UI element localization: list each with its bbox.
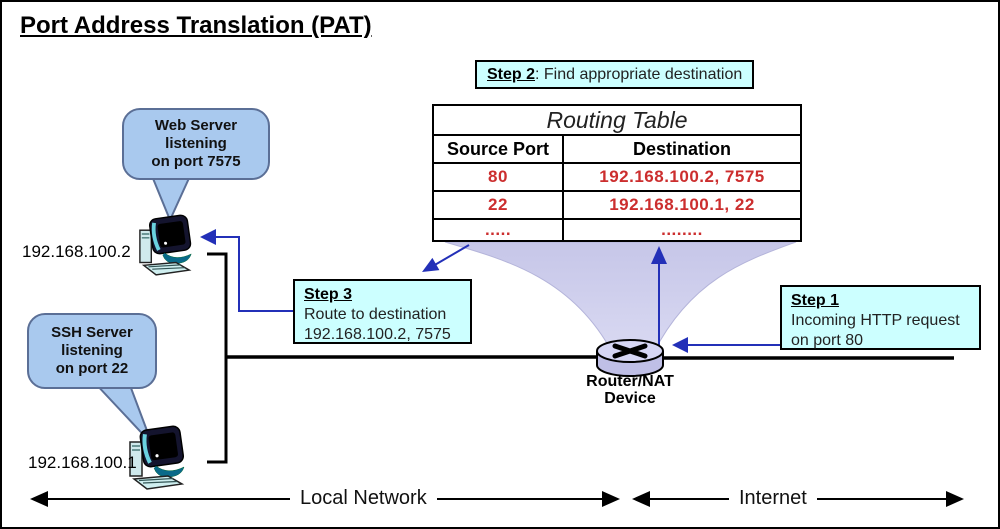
step1-text-line: on port 80 [791,332,864,349]
step2-label: Step 2 [487,66,536,83]
local-network-zone-label: Local Network [290,487,437,510]
arrow-table-to-step3 [432,244,470,267]
ssh-server-bubble: SSH Server listening on port 22 [27,313,157,389]
step1-label: Step 1 [791,292,840,309]
bubble-line: on port 22 [55,360,129,377]
bubble-line: SSH Server [51,324,133,341]
cell-source-port: 22 [434,192,564,218]
web-bubble-tail [150,175,192,223]
web-server-ip-label: 192.168.100.2 [22,242,131,261]
host-bracket-line [207,252,228,464]
page-title: Port Address Translation (PAT) [20,12,372,39]
internet-zone-label: Internet [729,487,817,510]
step3-label: Step 3 [304,286,353,303]
arrow-router-to-table-head [651,246,667,264]
table-row: ..... ........ [434,220,800,240]
cell-destination: 192.168.100.1, 22 [609,195,755,214]
arrowhead-left-icon [632,491,650,507]
column-header-destination: Destination [632,138,731,159]
computer-icon [128,423,187,491]
routing-table-title: Routing Table [434,106,800,136]
routing-table: Routing Table Source Port Destination 80… [432,104,802,242]
computer-icon [137,212,194,277]
arrowhead-right-icon [602,491,620,507]
step3-callout: Step 3 Route to destination 192.168.100.… [293,279,472,344]
arrow-step1-to-router-head [672,337,688,353]
arrow-table-to-step3-head [422,257,440,272]
column-header-source-port: Source Port [434,136,564,162]
step3-text-line: 192.168.100.2, 7575 [304,326,451,343]
arrowhead-left-icon [30,491,48,507]
router-label-line: Router/NAT [586,373,674,390]
bubble-line: listening [165,135,227,152]
cell-destination: ........ [661,220,703,239]
routing-table-header: Source Port Destination [434,136,800,164]
cell-source-port: ..... [434,220,564,240]
step2-text: : Find appropriate destination [535,66,743,83]
ssh-server-ip-label: 192.168.100.1 [28,453,137,472]
table-row: 80 192.168.100.2, 7575 [434,164,800,192]
arrow-step3-to-webserver [214,236,293,312]
router-label: Router/NAT Device [580,373,680,407]
cell-destination: 192.168.100.2, 7575 [599,167,765,186]
bubble-line: listening [61,342,123,359]
router-label-line: Device [604,390,656,407]
bubble-line: Web Server [154,117,238,134]
step1-text-line: Incoming HTTP request [791,312,960,329]
step3-text-line: Route to destination [304,306,447,323]
funnel-shape [444,241,797,353]
bubble-line: on port 7575 [151,153,241,170]
step1-callout: Step 1 Incoming HTTP request on port 80 [780,285,981,350]
router-icon [596,339,664,377]
web-server-bubble: Web Server listening on port 7575 [122,108,270,180]
step2-callout: Step 2: Find appropriate destination [475,60,755,89]
cell-source-port: 80 [434,164,564,190]
arrowhead-right-icon [946,491,964,507]
arrow-step3-to-webserver-head [200,229,216,245]
table-row: 22 192.168.100.1, 22 [434,192,800,220]
